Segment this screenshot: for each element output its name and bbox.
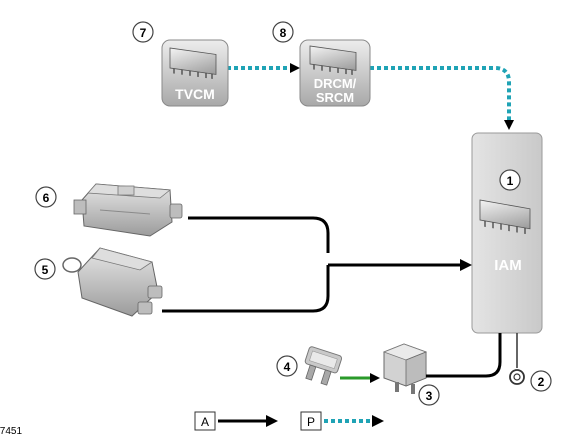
relay	[382, 343, 428, 394]
callout-6: 6	[35, 186, 57, 208]
svg-text:7: 7	[140, 26, 147, 40]
iam-module: IAM	[471, 132, 543, 334]
iam-label: IAM	[494, 257, 522, 274]
sensor-lower-mount-hole	[62, 257, 82, 273]
callout-7: 7	[132, 21, 154, 43]
callout-3: 3	[418, 384, 440, 406]
legend-analog-label: A	[201, 415, 209, 429]
link-drcm-arrowhead	[504, 120, 514, 130]
legend-analog-arrowhead	[266, 415, 278, 427]
drcm-srcm-module: DRCM/ SRCM	[299, 39, 371, 107]
ground-terminal	[509, 333, 525, 385]
svg-text:3: 3	[426, 389, 433, 403]
legend: A P	[194, 411, 384, 431]
drcm-label-line1: DRCM/	[314, 76, 357, 91]
link-drcm-to-iam	[370, 66, 511, 120]
callout-2: 2	[530, 370, 552, 392]
svg-text:4: 4	[284, 360, 291, 374]
callout-8: 8	[272, 21, 294, 43]
iam-chip-icon	[479, 199, 531, 235]
sensor-upper	[73, 183, 183, 237]
tvcm-chip-icon	[169, 47, 217, 79]
tvcm-label: TVCM	[175, 86, 215, 102]
drcm-chip-icon	[309, 45, 357, 75]
callout-1: 1	[499, 169, 521, 191]
legend-pwm-label: P	[307, 415, 315, 429]
wire-fuse-arrowhead	[370, 373, 380, 383]
svg-text:6: 6	[43, 191, 50, 205]
svg-text:2: 2	[538, 375, 545, 389]
link-tvcm-arrowhead	[290, 63, 300, 73]
callout-4: 4	[276, 355, 298, 377]
wire-sensor-upper	[188, 216, 330, 253]
legend-pwm-box	[300, 411, 322, 431]
callout-5: 5	[34, 258, 56, 280]
figure-id: E127451	[0, 426, 22, 437]
legend-pwm-arrowhead	[372, 415, 384, 427]
svg-text:8: 8	[280, 26, 287, 40]
legend-analog-box	[194, 411, 216, 431]
drcm-label-line2: SRCM	[316, 90, 354, 105]
sensor-lower	[62, 247, 163, 317]
wire-sensor-lower	[162, 265, 330, 313]
wire-relay-to-iam	[426, 333, 502, 378]
wire-junction-arrowhead	[460, 259, 472, 271]
tvcm-module: TVCM	[161, 39, 229, 107]
svg-text:1: 1	[507, 174, 514, 188]
fuse	[304, 346, 343, 386]
svg-text:5: 5	[42, 263, 49, 277]
